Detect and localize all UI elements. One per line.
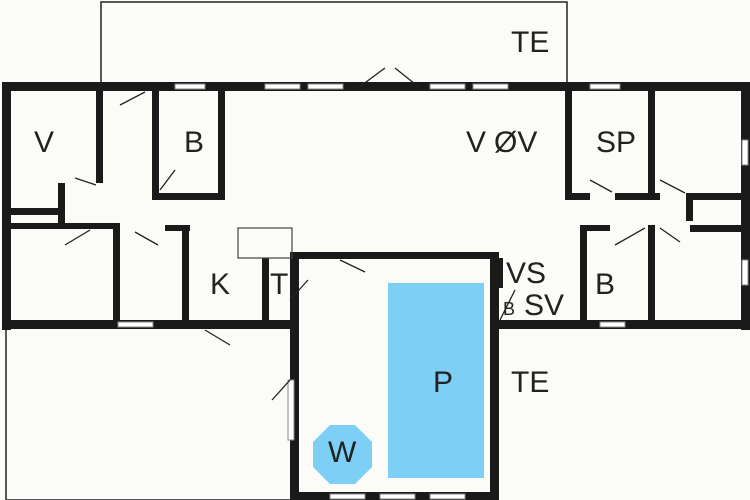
terrace-top-outline [100, 1, 568, 87]
label-room-b-small: B [503, 299, 516, 319]
label-pool: P [433, 366, 454, 399]
label-terrace-top: TE [511, 26, 550, 59]
label-room-sp: SP [596, 126, 637, 159]
label-room-b-top: B [184, 126, 205, 159]
label-room-sv: SV [524, 289, 565, 322]
label-room-ov: ØV [494, 126, 538, 159]
label-room-t: T [270, 268, 289, 301]
door-swings [64, 67, 686, 401]
label-room-v-overlap: V [466, 126, 487, 159]
label-whirlpool: W [328, 436, 357, 469]
label-room-vs: VS [506, 257, 547, 290]
label-room-b-right: B [595, 268, 616, 301]
wall-segments [2, 82, 750, 500]
pool-shape [388, 283, 484, 478]
label-room-v: V [34, 126, 55, 159]
label-terrace-right: TE [511, 366, 550, 399]
label-room-k: K [210, 268, 231, 301]
windows [117, 83, 749, 500]
whirlpool-shape [313, 425, 372, 484]
kitchen-counter [237, 227, 293, 259]
terrace-left-outline [5, 324, 292, 500]
